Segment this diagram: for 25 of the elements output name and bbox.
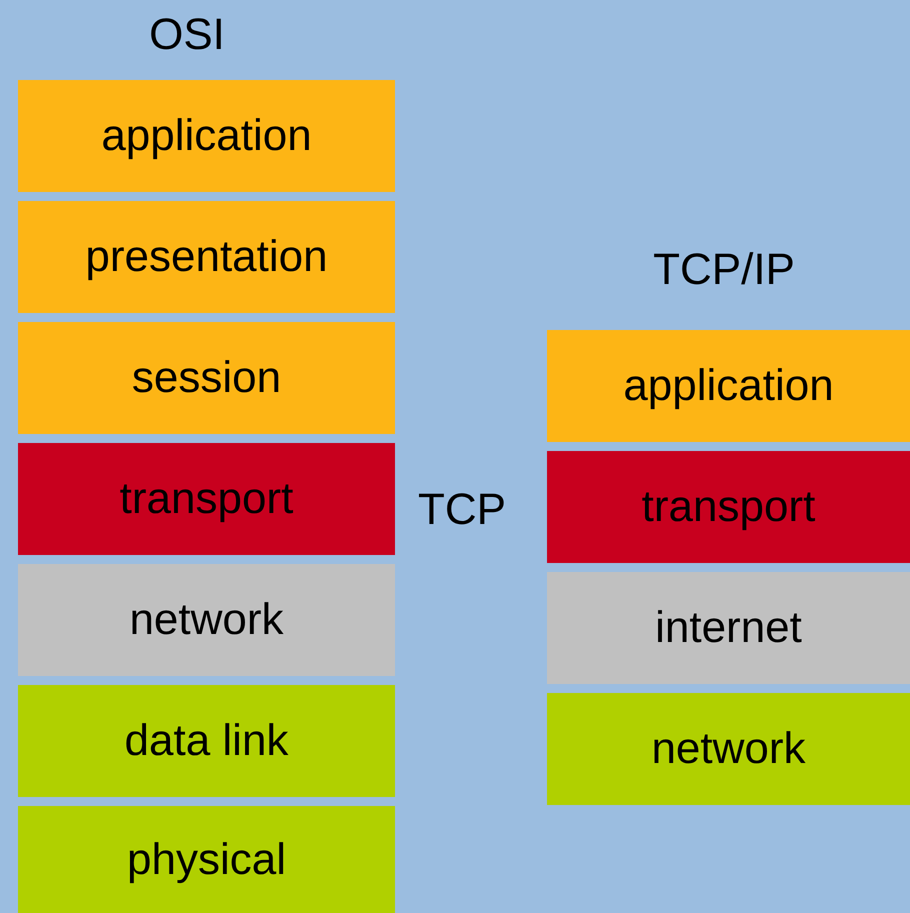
layer-name: physical xyxy=(127,834,286,884)
model-heading: OSI xyxy=(149,10,225,60)
layer-box xyxy=(18,685,395,797)
layer-box xyxy=(18,80,395,192)
layer-box xyxy=(547,693,910,805)
layer-name: application xyxy=(101,111,312,161)
layer-box xyxy=(547,451,910,563)
layer-name: session xyxy=(132,353,282,403)
layer-name: transport xyxy=(120,474,294,524)
layer-name: application xyxy=(623,361,834,411)
model-heading: TCP xyxy=(418,485,506,535)
model-heading: TCP/IP xyxy=(653,245,795,295)
layer-box xyxy=(18,443,395,555)
layer-box xyxy=(547,572,910,684)
layer-box xyxy=(18,564,395,676)
layer-name: network xyxy=(129,595,284,645)
layer-box xyxy=(18,806,395,913)
layer-name: transport xyxy=(642,482,816,532)
layer-box xyxy=(18,201,395,313)
layer-name: data link xyxy=(124,716,288,766)
layer-box xyxy=(18,322,395,434)
layer-box xyxy=(547,330,910,442)
layer-name: network xyxy=(651,724,806,774)
layer-name: presentation xyxy=(85,232,328,282)
layer-name: internet xyxy=(655,603,802,653)
